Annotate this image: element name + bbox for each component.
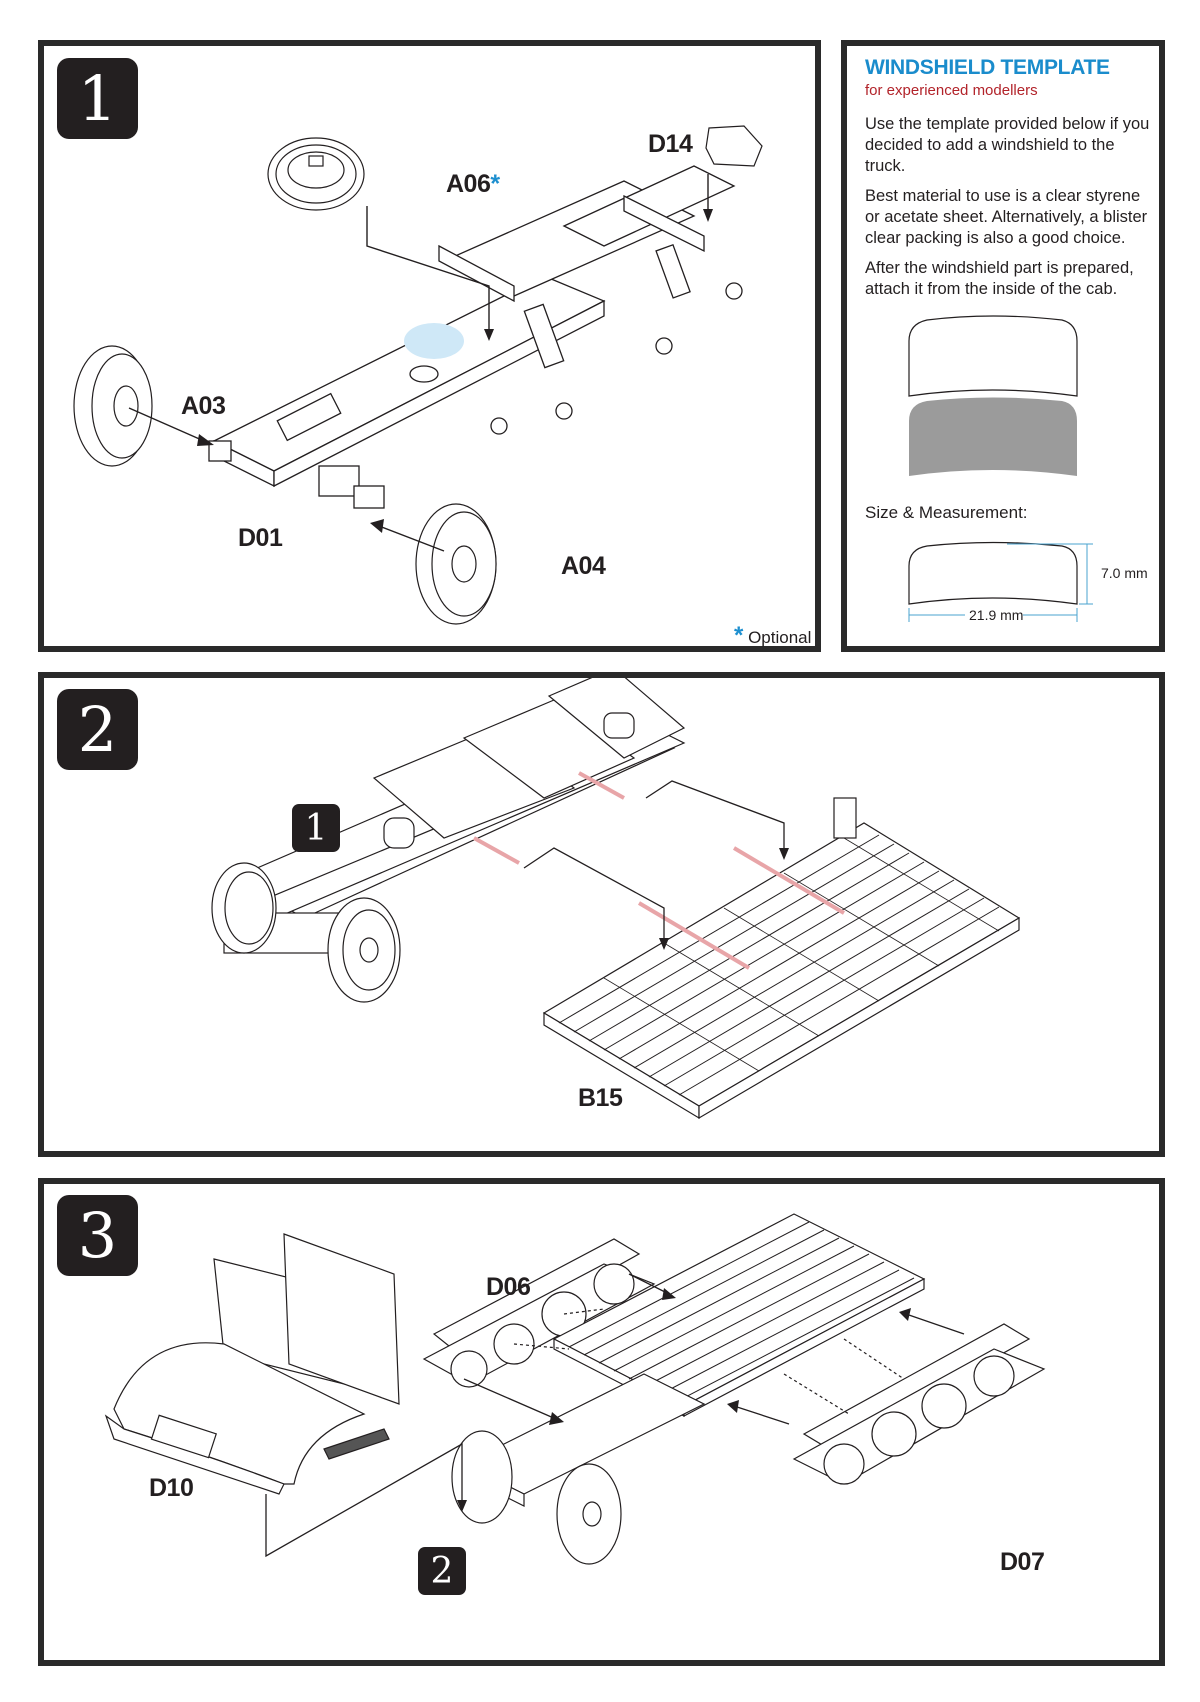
arrow-a03 xyxy=(128,407,205,442)
template-subtitle: for experienced modellers xyxy=(865,82,1038,99)
step-3-illustration xyxy=(104,1213,1046,1565)
subassembly-ref-badge: 1 xyxy=(292,804,340,852)
windshield-outline-template xyxy=(908,315,1078,397)
deck-highlight-right xyxy=(732,846,846,915)
dashed-guides xyxy=(513,1308,905,1415)
step-number: 2 xyxy=(77,693,118,766)
arrow-a04 xyxy=(378,525,445,552)
step-2-illustration xyxy=(211,678,1021,1120)
part-label-b15: B15 xyxy=(578,1084,623,1112)
part-label-a04: A04 xyxy=(561,552,606,580)
step-number-badge: 3 xyxy=(57,1195,138,1276)
part-label-d14: D14 xyxy=(648,130,693,158)
deck-slats xyxy=(558,834,1000,1096)
step-2-panel: 2 1 B15 xyxy=(38,672,1165,1157)
front-wheels-drawing xyxy=(211,862,401,1003)
part-label-d01: D01 xyxy=(238,524,283,552)
part-label-d07: D07 xyxy=(1000,1548,1045,1576)
step-number-badge: 2 xyxy=(57,689,138,770)
template-paragraph-1: Use the template provided below if you d… xyxy=(865,115,1150,175)
size-measurement-label: Size & Measurement: xyxy=(865,503,1028,522)
platform-slats xyxy=(568,1221,915,1404)
step-number-badge: 1 xyxy=(57,58,138,139)
spare-wheel-target-mark xyxy=(404,323,464,359)
step-1-panel: 1 A06* D14 A03 D01 A04 * Optional xyxy=(38,40,821,652)
windshield-measured-template xyxy=(908,541,1078,605)
part-label-a06: A06* xyxy=(446,170,500,199)
height-dimension: 7.0 mm xyxy=(1101,565,1148,581)
optional-note: * Optional xyxy=(734,622,811,650)
width-dimension: 21.9 mm xyxy=(969,607,1024,623)
asterisk-icon: * xyxy=(734,622,744,649)
track-d07-drawing xyxy=(792,1323,1046,1485)
deck-b15-drawing xyxy=(542,797,1021,1120)
part-code: A06 xyxy=(446,170,491,198)
template-title: WINDSHIELD TEMPLATE xyxy=(865,56,1110,79)
wheel-a03-drawing xyxy=(73,345,153,467)
spare-wheel-a06-drawing xyxy=(267,137,365,211)
seat-d14-drawing xyxy=(705,125,763,167)
windshield-filled-template xyxy=(909,397,1077,476)
optional-text: Optional xyxy=(748,628,812,647)
arrow-a06 xyxy=(366,206,490,331)
windshield-template-shapes xyxy=(908,315,1093,622)
step-1-illustration xyxy=(73,125,763,625)
part-label-a03: A03 xyxy=(181,392,226,420)
part-label-d06: D06 xyxy=(486,1273,531,1301)
step-3-arrows xyxy=(265,1273,965,1558)
windshield-template-panel: WINDSHIELD TEMPLATE for experienced mode… xyxy=(841,40,1165,652)
chassis-d01-body xyxy=(212,275,606,472)
deck-highlight-left xyxy=(637,901,751,970)
template-paragraph-3: After the windshield part is prepared, a… xyxy=(865,259,1134,298)
subassembly-ref-badge: 2 xyxy=(418,1547,466,1595)
subassembly-ref-number: 1 xyxy=(304,807,328,849)
part-label-d10: D10 xyxy=(149,1474,194,1502)
step-number: 3 xyxy=(77,1199,118,1272)
chassis-wheels-drawing xyxy=(451,1430,622,1565)
step-number: 1 xyxy=(77,62,118,135)
step-3-panel: 3 2 D06 D10 D07 xyxy=(38,1178,1165,1666)
step-2-arrows xyxy=(523,780,785,940)
subassembly-ref-number: 2 xyxy=(430,1550,454,1592)
cab-d10-drawing xyxy=(104,1233,400,1495)
wheel-a04-drawing xyxy=(415,503,497,625)
dimension-lines xyxy=(908,543,1093,622)
deck-boards xyxy=(603,837,1000,1072)
optional-asterisk: * xyxy=(490,170,500,198)
template-paragraph-2: Best material to use is a clear styrene … xyxy=(865,187,1148,247)
